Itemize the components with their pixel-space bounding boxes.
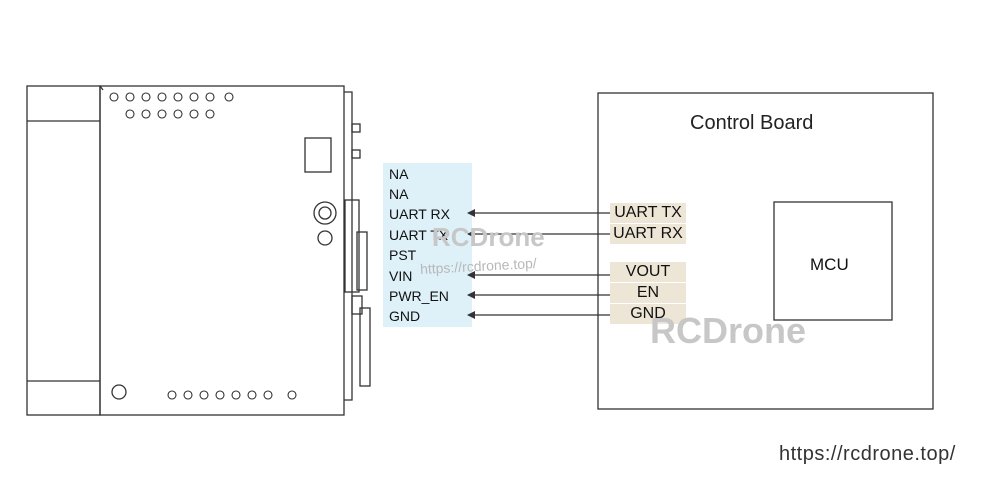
control-board-pin-gnd: GND bbox=[610, 304, 686, 324]
module-left-block bbox=[26, 85, 101, 416]
module-drawing bbox=[26, 85, 371, 416]
footer-url: https://rcdrone.top/ bbox=[779, 443, 956, 465]
module-pin-pst: PST bbox=[389, 247, 417, 263]
module-connector bbox=[344, 199, 360, 293]
module-pin-row-second bbox=[125, 109, 215, 119]
module-pin-pwr-en: PWR_EN bbox=[389, 288, 449, 304]
module-side-rail bbox=[344, 91, 353, 401]
module-pin-na-1: NA bbox=[389, 166, 409, 182]
module-pin-panel bbox=[383, 163, 472, 327]
module-hole bbox=[317, 230, 333, 246]
connection-lines bbox=[467, 209, 610, 319]
mcu-box bbox=[773, 201, 893, 321]
module-pin-na-2: NA bbox=[389, 186, 409, 202]
control-board-pin-uart-tx: UART TX bbox=[610, 203, 686, 223]
module-mount-hole bbox=[111, 384, 127, 400]
module-chip bbox=[304, 137, 332, 173]
watermark-brand-large: RCDrone bbox=[650, 310, 807, 351]
control-board-pin-en: EN bbox=[610, 283, 686, 303]
watermark-brand: RCDrone bbox=[432, 222, 545, 252]
module-pin-gnd: GND bbox=[389, 308, 421, 324]
module-pin-uart-rx: UART RX bbox=[389, 206, 450, 222]
control-board-pin-vout: VOUT bbox=[610, 262, 686, 282]
mcu-label: MCU bbox=[810, 255, 849, 274]
control-board-pin-uart-rx: UART RX bbox=[610, 224, 686, 244]
module-main-board bbox=[99, 85, 345, 416]
module-pin-row-top bbox=[109, 92, 234, 102]
module-pin-uart-tx: UART TX bbox=[389, 227, 449, 243]
module-pin-row-bottom bbox=[167, 390, 297, 400]
control-board-box bbox=[597, 92, 934, 410]
control-board-title: Control Board bbox=[690, 112, 814, 134]
module-lens-outer bbox=[313, 201, 337, 225]
module-pin-vin: VIN bbox=[389, 268, 413, 284]
